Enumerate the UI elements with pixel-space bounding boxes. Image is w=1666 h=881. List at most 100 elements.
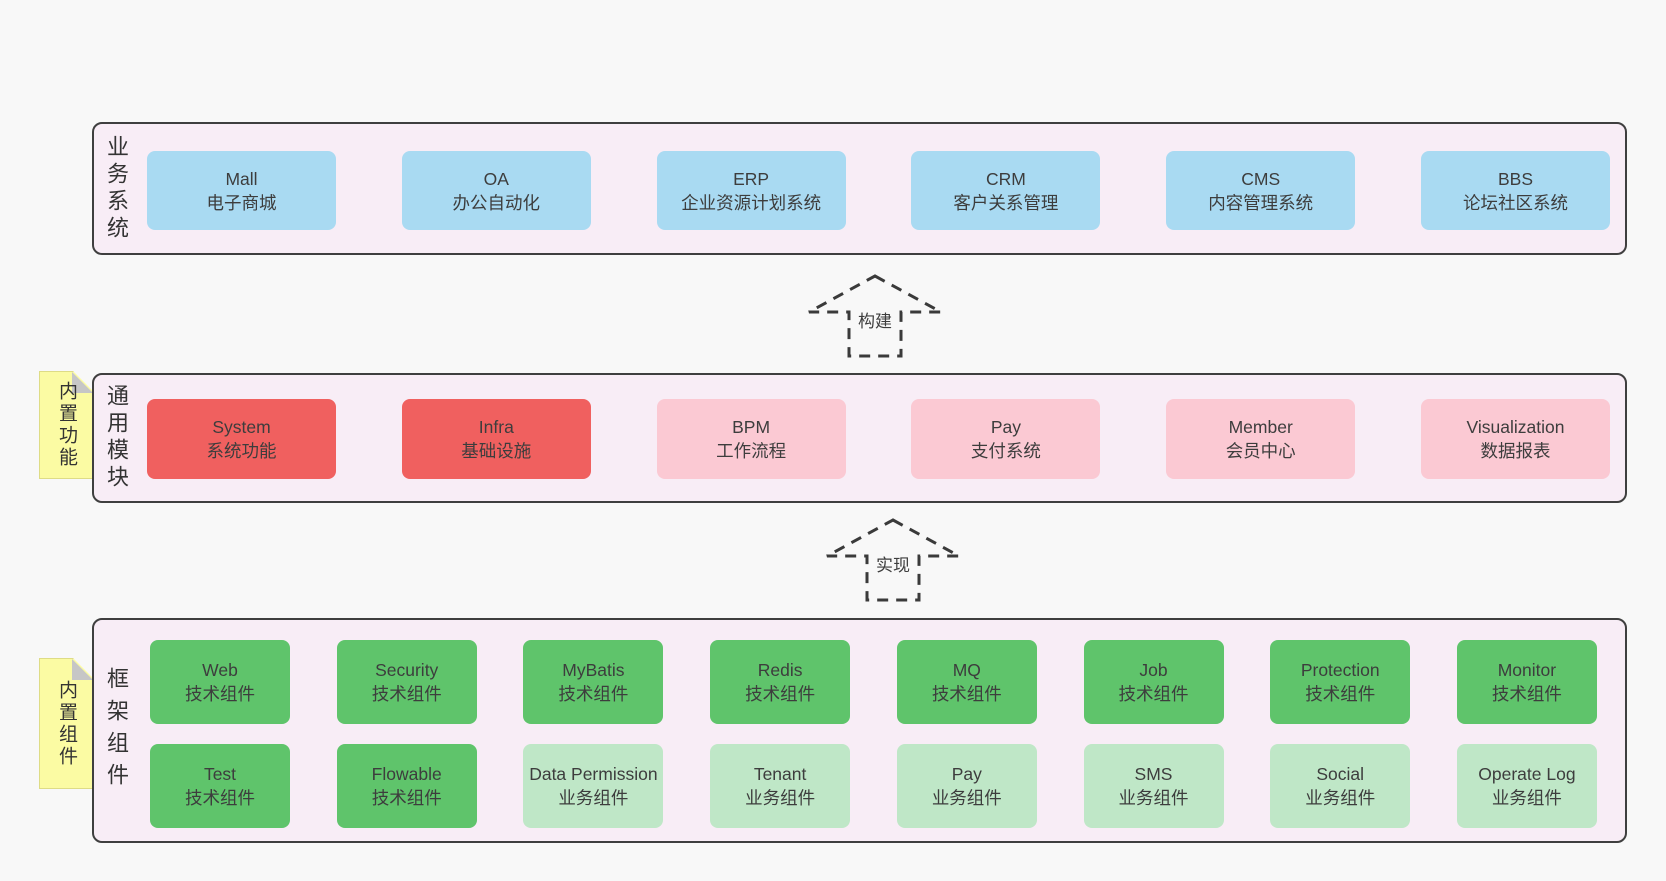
tag-built-in-features: 内置功能 <box>39 371 94 479</box>
box-system: System 系统功能 <box>147 399 336 479</box>
arrow-label: 构建 <box>854 311 896 334</box>
box-operate-log: Operate Log 业务组件 <box>1456 744 1597 828</box>
box-subtitle: 业务组件 <box>931 788 1002 808</box>
box-title: BBS <box>1497 168 1533 189</box>
box-title: Social <box>1316 764 1365 784</box>
box-subtitle: 技术组件 <box>1491 684 1562 704</box>
box-subtitle: 会员中心 <box>1225 441 1296 461</box>
box-subtitle: 技术组件 <box>185 684 255 704</box>
box-job: Job 技术组件 <box>1083 640 1224 724</box>
box-subtitle: 客户关系管理 <box>953 192 1059 213</box>
box-title: Pay <box>951 764 982 784</box>
box-sms: SMS 业务组件 <box>1083 744 1224 828</box>
box-title: BPM <box>732 417 771 437</box>
box-title: MyBatis <box>562 660 625 680</box>
box-title: MQ <box>952 660 981 680</box>
box-social: Social 业务组件 <box>1270 744 1411 828</box>
box-subtitle: 技术组件 <box>185 788 255 808</box>
box-row: Test 技术组件 Flowable 技术组件 Data Permission … <box>150 744 1597 828</box>
box-subtitle: 业务组件 <box>745 788 816 808</box>
box-subtitle: 业务组件 <box>1491 788 1562 808</box>
box-erp: ERP 企业资源计划系统 <box>656 151 846 230</box>
box-title: Protection <box>1300 660 1380 680</box>
box-title: Flowable <box>371 764 442 784</box>
box-bpm: BPM 工作流程 <box>656 399 846 479</box>
layer-label-common-modules: 通用模块 <box>104 384 129 492</box>
layer-label-business-systems: 业务系统 <box>104 134 129 243</box>
box-subtitle: 技术组件 <box>1118 684 1189 704</box>
tag-label: 内置组件 <box>56 679 77 768</box>
box-protection: Protection 技术组件 <box>1270 640 1411 724</box>
box-title: Web <box>202 660 238 680</box>
box-title: Monitor <box>1497 660 1557 680</box>
box-title: Visualization <box>1466 417 1565 437</box>
box-data-permission: Data Permission 业务组件 <box>523 744 664 828</box>
box-title: Tenant <box>753 764 807 784</box>
box-title: Infra <box>478 417 514 437</box>
box-subtitle: 数据报表 <box>1480 441 1551 461</box>
box-title: Redis <box>757 660 803 680</box>
box-redis: Redis 技术组件 <box>710 640 851 724</box>
box-title: Data Permission <box>529 764 658 784</box>
box-subtitle: 技术组件 <box>558 684 629 704</box>
box-subtitle: 技术组件 <box>931 684 1002 704</box>
box-subtitle: 技术组件 <box>745 684 816 704</box>
box-subtitle: 内容管理系统 <box>1208 192 1314 213</box>
box-pay-component: Pay 业务组件 <box>896 744 1037 828</box>
up-arrow-icon <box>826 518 960 602</box>
build-arrow: 构建 <box>807 274 943 358</box>
tag-label: 内置功能 <box>56 381 77 469</box>
box-subtitle: 支付系统 <box>970 441 1041 461</box>
box-title: Security <box>375 660 439 680</box>
box-cms: CMS 内容管理系统 <box>1166 151 1356 230</box>
box-title: SMS <box>1134 764 1173 784</box>
box-test: Test 技术组件 <box>150 744 290 828</box>
box-mall: Mall 电子商城 <box>147 151 336 230</box>
box-subtitle: 业务组件 <box>558 788 629 808</box>
tag-built-in-components: 内置组件 <box>39 658 94 789</box>
up-arrow-icon <box>808 274 942 358</box>
box-subtitle: 办公自动化 <box>452 192 541 213</box>
layer-label-framework-components: 框架组件 <box>104 666 129 795</box>
layer-business-systems: 业务系统 Mall 电子商城 OA 办公自动化 ERP 企业资源计划系统 CRM… <box>92 122 1627 255</box>
box-pay: Pay 支付系统 <box>911 399 1101 479</box>
box-subtitle: 电子商城 <box>206 192 277 213</box>
box-title: Mall <box>225 168 258 189</box>
box-title: Member <box>1228 417 1293 437</box>
box-web: Web 技术组件 <box>150 640 290 724</box>
box-flowable: Flowable 技术组件 <box>336 744 477 828</box>
box-subtitle: 企业资源计划系统 <box>681 192 822 213</box>
box-subtitle: 工作流程 <box>716 441 787 461</box>
box-title: CMS <box>1241 168 1281 189</box>
folded-corner-icon <box>72 659 93 680</box>
layer-framework-components: 框架组件 Web 技术组件 Security 技术组件 MyBatis 技术组件… <box>92 618 1627 843</box>
box-member: Member 会员中心 <box>1166 399 1356 479</box>
box-row: Web 技术组件 Security 技术组件 MyBatis 技术组件 Redi… <box>150 640 1597 724</box>
box-subtitle: 技术组件 <box>1305 684 1376 704</box>
box-title: Test <box>203 764 237 784</box>
box-title: Job <box>1139 660 1168 680</box>
box-oa: OA 办公自动化 <box>401 151 591 230</box>
box-title: OA <box>483 168 509 189</box>
box-crm: CRM 客户关系管理 <box>911 151 1101 230</box>
box-title: System <box>212 417 271 437</box>
box-mybatis: MyBatis 技术组件 <box>523 640 664 724</box>
box-subtitle: 论坛社区系统 <box>1462 192 1568 213</box>
box-mq: MQ 技术组件 <box>896 640 1037 724</box>
box-bbs: BBS 论坛社区系统 <box>1420 151 1610 230</box>
box-subtitle: 系统功能 <box>206 441 277 461</box>
box-subtitle: 业务组件 <box>1305 788 1376 808</box>
box-title: ERP <box>733 168 770 189</box>
box-title: CRM <box>985 168 1026 189</box>
box-subtitle: 技术组件 <box>371 788 442 808</box>
box-title: Pay <box>990 417 1021 437</box>
box-subtitle: 业务组件 <box>1118 788 1189 808</box>
layer-common-modules: 通用模块 System 系统功能 Infra 基础设施 BPM 工作流程 Pay… <box>92 373 1627 503</box>
implement-arrow: 实现 <box>825 518 961 602</box>
box-tenant: Tenant 业务组件 <box>710 744 851 828</box>
box-title: Operate Log <box>1478 764 1576 784</box>
box-monitor: Monitor 技术组件 <box>1456 640 1597 724</box>
box-visualization: Visualization 数据报表 <box>1420 399 1610 479</box>
arrow-label: 实现 <box>872 555 914 578</box>
